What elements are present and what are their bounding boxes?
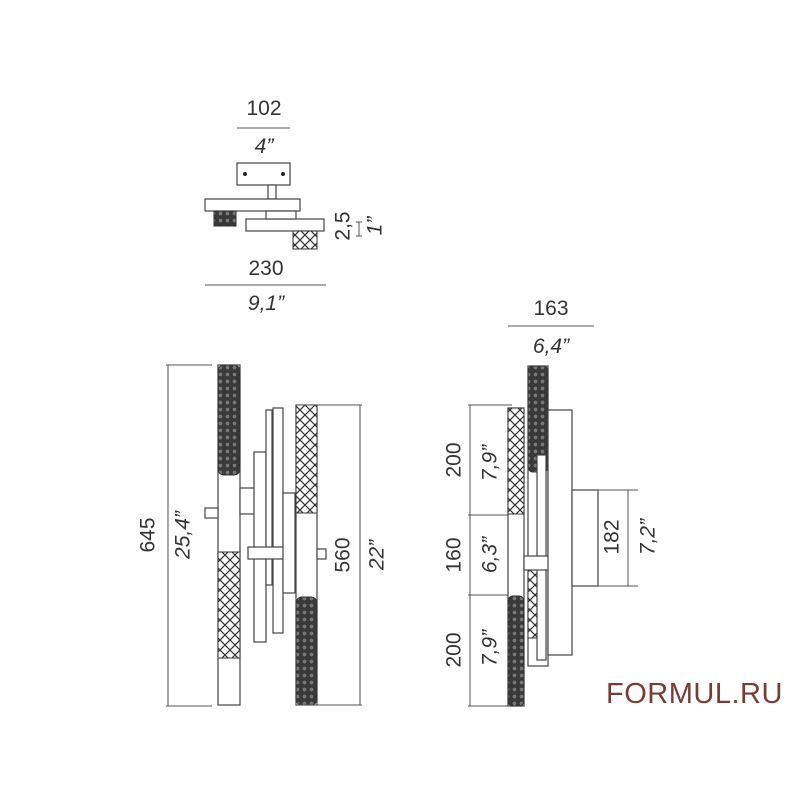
total-height-mm-label: 645 (136, 517, 160, 553)
front-view (166, 364, 362, 707)
upper-arm (204, 198, 301, 212)
thickness-in-label: 1” (363, 216, 387, 236)
side-arm (547, 409, 573, 656)
mount-screw-left (243, 172, 247, 176)
body-height-in-label: 22” (365, 539, 389, 571)
side-view (468, 325, 638, 707)
lower-arm (245, 218, 325, 232)
top-width-mm-label: 102 (246, 97, 282, 120)
middle-segment-mm-label: 160 (442, 537, 466, 573)
total-height-in-label: 25,4” (171, 511, 195, 559)
left-tube-crosshatch (217, 551, 241, 659)
right-tube-crosshatch (295, 404, 318, 514)
thickness-mm-label: 2,5 (331, 211, 355, 241)
top-depth-mm-label: 230 (248, 257, 284, 280)
crosshatch-tube-end (292, 230, 318, 250)
side-width-in-label: 6,4” (532, 335, 570, 358)
upper-segment-in-label: 7,9” (478, 444, 502, 482)
plate-height-in-label: 7,2” (636, 518, 660, 556)
mount-stem (267, 184, 277, 200)
arm-connector (265, 210, 297, 220)
side-width-mm-label: 163 (533, 297, 569, 320)
brand-watermark: FORMUL.RU (606, 678, 783, 710)
side-left-crosshatch (507, 407, 525, 515)
right-stub (316, 548, 327, 560)
top-width-in-label: 4” (254, 135, 274, 158)
middle-segment-in-label: 6,3” (478, 536, 502, 574)
side-ceiling-plate (571, 489, 599, 587)
mid-bar-c (272, 407, 284, 634)
ceiling-mount-plate (236, 162, 291, 186)
mid-bar-d (282, 492, 296, 594)
left-stub (204, 507, 219, 519)
thickness-marker (356, 221, 362, 237)
plate-height-mm-label: 182 (600, 519, 624, 555)
top-view (204, 127, 362, 286)
lower-segment-in-label: 7,9” (478, 629, 502, 667)
mount-screw-right (281, 172, 285, 176)
left-tube-beaded-top (217, 364, 241, 476)
lower-segment-mm-label: 200 (442, 632, 466, 668)
beaded-tube-end (213, 210, 237, 227)
side-left-beaded-bottom (507, 595, 525, 707)
body-height-mm-label: 560 (331, 537, 355, 573)
right-tube-beaded-bottom (295, 596, 318, 706)
top-depth-in-label: 9,1” (247, 292, 285, 315)
mid-bar-b (265, 409, 273, 586)
upper-segment-mm-label: 200 (442, 442, 466, 478)
